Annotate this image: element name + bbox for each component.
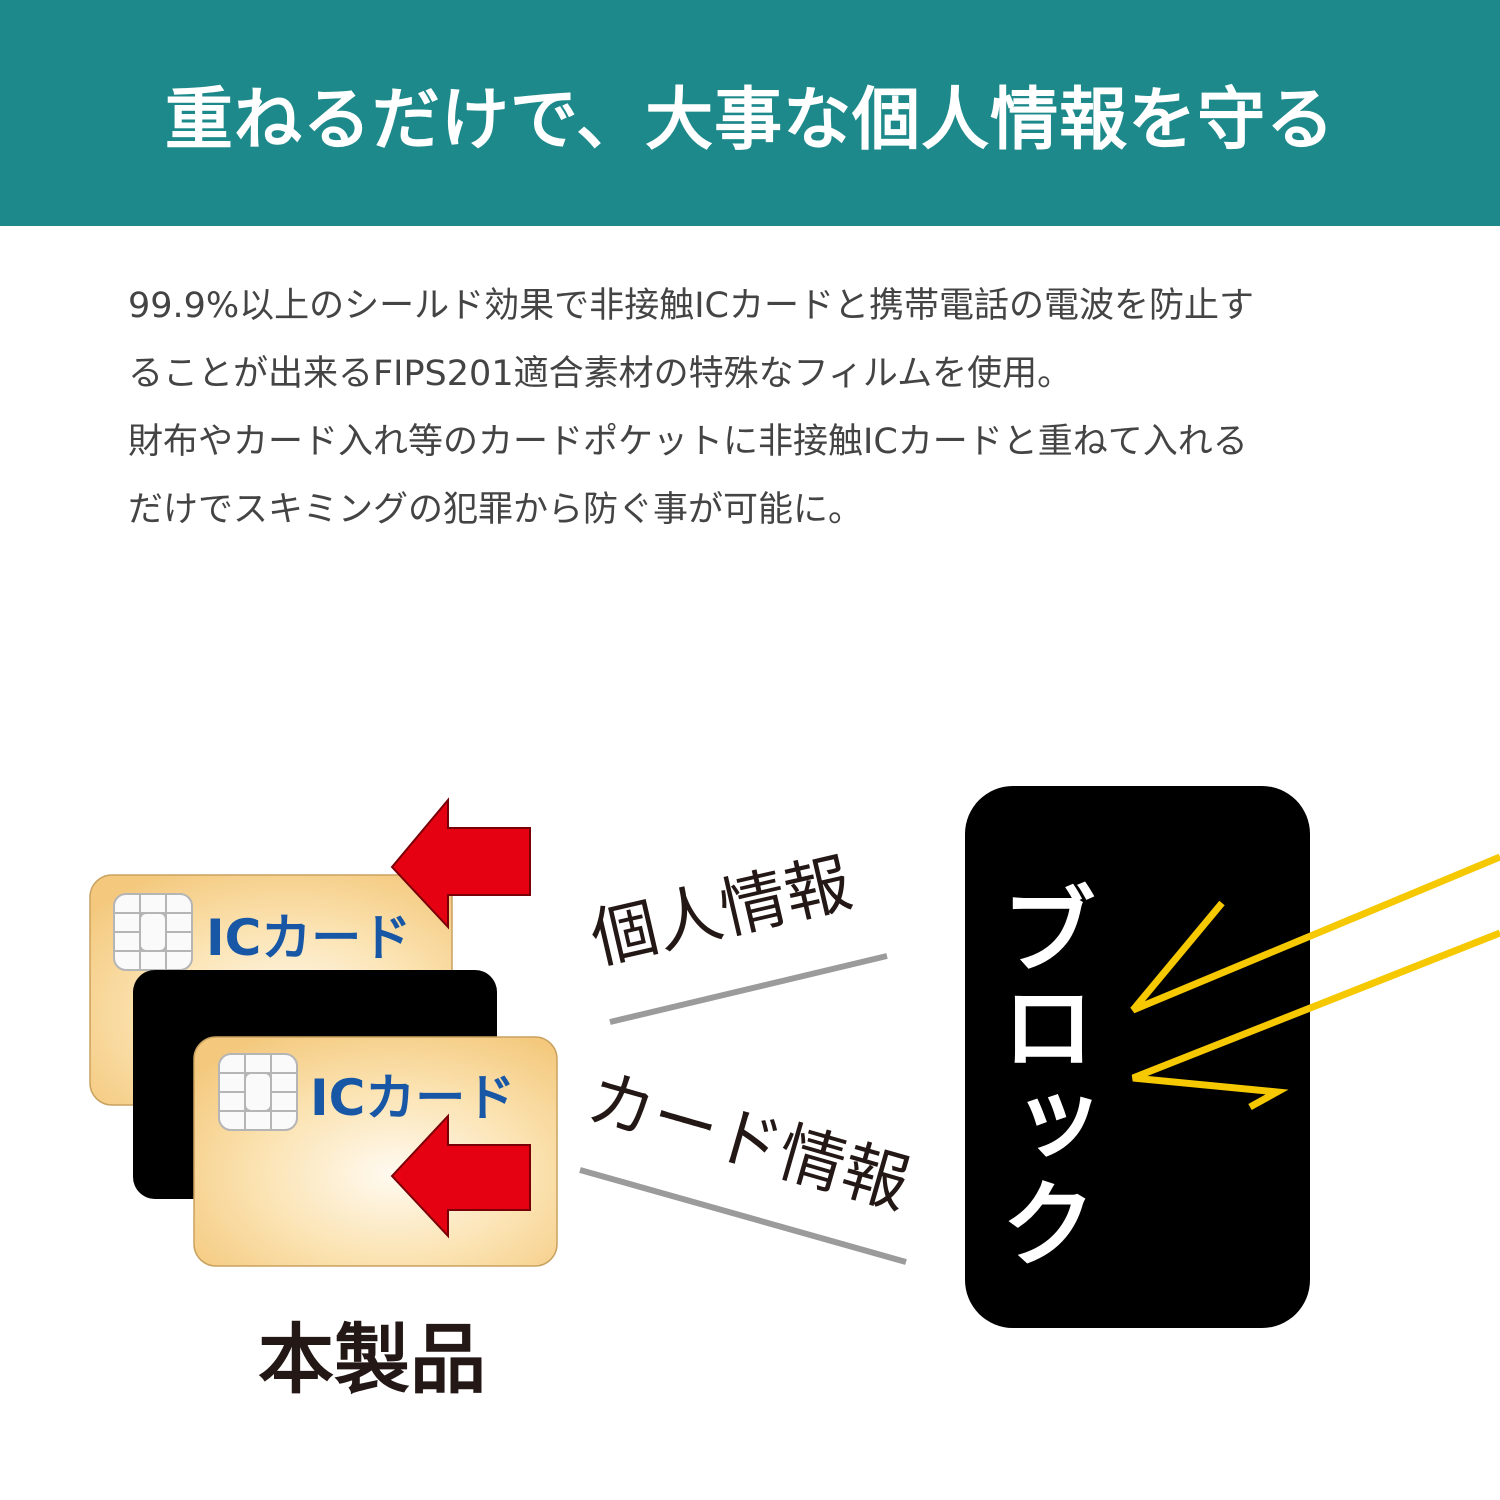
product-label: 本製品 <box>258 1315 486 1404</box>
arrow-left-icon <box>390 1113 531 1239</box>
description: 99.9%以上のシールド効果で非接触ICカードと携帯電話の電波を防止す ることが… <box>128 272 1398 544</box>
description-line: 財布やカード入れ等のカードポケットに非接触ICカードと重ねて入れる <box>128 422 1248 462</box>
description-line: 99.9%以上のシールド効果で非接触ICカードと携帯電話の電波を防止す <box>128 286 1254 326</box>
page-title: 重ねるだけで、大事な個人情報を守る <box>164 80 1336 160</box>
chip-icon <box>113 893 193 971</box>
block-phone <box>965 786 1310 1328</box>
chip-icon <box>218 1053 298 1131</box>
description-line: だけでスキミングの犯罪から防ぐ事が可能に。 <box>128 490 864 530</box>
block-label: ブロック <box>984 880 1096 1272</box>
divider-line <box>609 953 888 1025</box>
arrow-left-icon <box>390 797 531 930</box>
signal-wave-icon <box>1131 929 1500 1111</box>
ic-card-label: ICカード <box>206 909 412 967</box>
divider-line <box>579 1167 907 1265</box>
ic-card-label: ICカード <box>310 1069 516 1127</box>
description-line: ることが出来るFIPS201適合素材の特殊なフィルムを使用。 <box>128 354 1073 394</box>
signal-wave-icon <box>1130 853 1500 1014</box>
header-banner: 重ねるだけで、大事な個人情報を守る <box>0 0 1500 226</box>
